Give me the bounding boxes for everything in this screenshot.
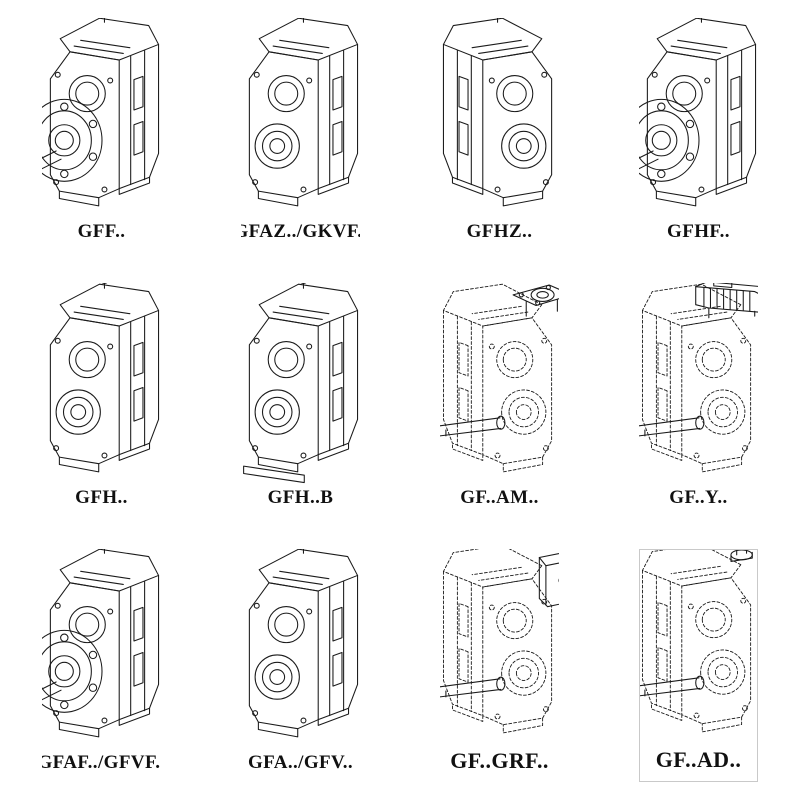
product-label: GFH..B: [267, 486, 334, 508]
product-cell-gf-am: GF..AM..: [440, 283, 559, 516]
product-label: GFAF../GFVF..: [42, 752, 161, 773]
product-label: GFF..: [77, 221, 126, 243]
gearbox-hollow-shaft-drawing: [248, 18, 358, 207]
product-label: GFAZ../GKVF..: [241, 221, 360, 243]
product-label: GFHZ..: [466, 221, 533, 243]
product-cell-gfaz-gkvf: GFAZ../GKVF..: [241, 18, 360, 251]
product-label: GFH..: [75, 486, 128, 508]
product-label: GF..AD..: [655, 747, 742, 772]
product-cell-gfa-gfv: GFA../GFV..: [241, 548, 360, 782]
product-cell-gf-y: GF..Y..: [639, 283, 758, 516]
gearbox-phantom-motor-drawing: [639, 283, 758, 472]
gearbox-phantom-cover-drawing: [440, 548, 559, 734]
product-label: GFA../GFV..: [247, 752, 354, 773]
gearbox-hollow-shaft-base-drawing: [242, 283, 358, 483]
product-cell-gfhz: GFHZ..: [440, 18, 559, 251]
gearbox-hollow-shaft-drawing: [49, 283, 159, 473]
product-cell-gfaf-gfvf: GFAF../GFVF..: [42, 548, 161, 782]
product-label: GFHF..: [667, 221, 730, 243]
product-cell-gff: GFF..: [42, 18, 161, 251]
gearbox-phantom-adapter-flange-drawing: [440, 283, 559, 472]
product-cell-gfh: GFH..: [42, 283, 161, 516]
product-label: GF..GRF..: [450, 748, 549, 773]
product-label: GF..AM..: [460, 486, 539, 508]
gearbox-hollow-shaft-drawing: [248, 548, 358, 738]
gearbox-hollow-shaft-mirrored-drawing: [442, 18, 552, 207]
product-label: GF..Y..: [669, 486, 728, 508]
product-cell-gf-grf: GF..GRF..: [440, 548, 559, 782]
product-cell-gfh-b: GFH..B: [241, 283, 360, 516]
product-cell-gfhf: GFHF..: [639, 18, 758, 251]
gearbox-flange-drawing: [42, 18, 159, 207]
product-cell-gf-ad: GF..AD..: [639, 548, 758, 782]
gearbox-phantom-shaft-adapter-drawing: [640, 549, 753, 733]
gearbox-flange-drawing: [639, 18, 756, 207]
gearbox-flange-drawing: [42, 548, 159, 738]
